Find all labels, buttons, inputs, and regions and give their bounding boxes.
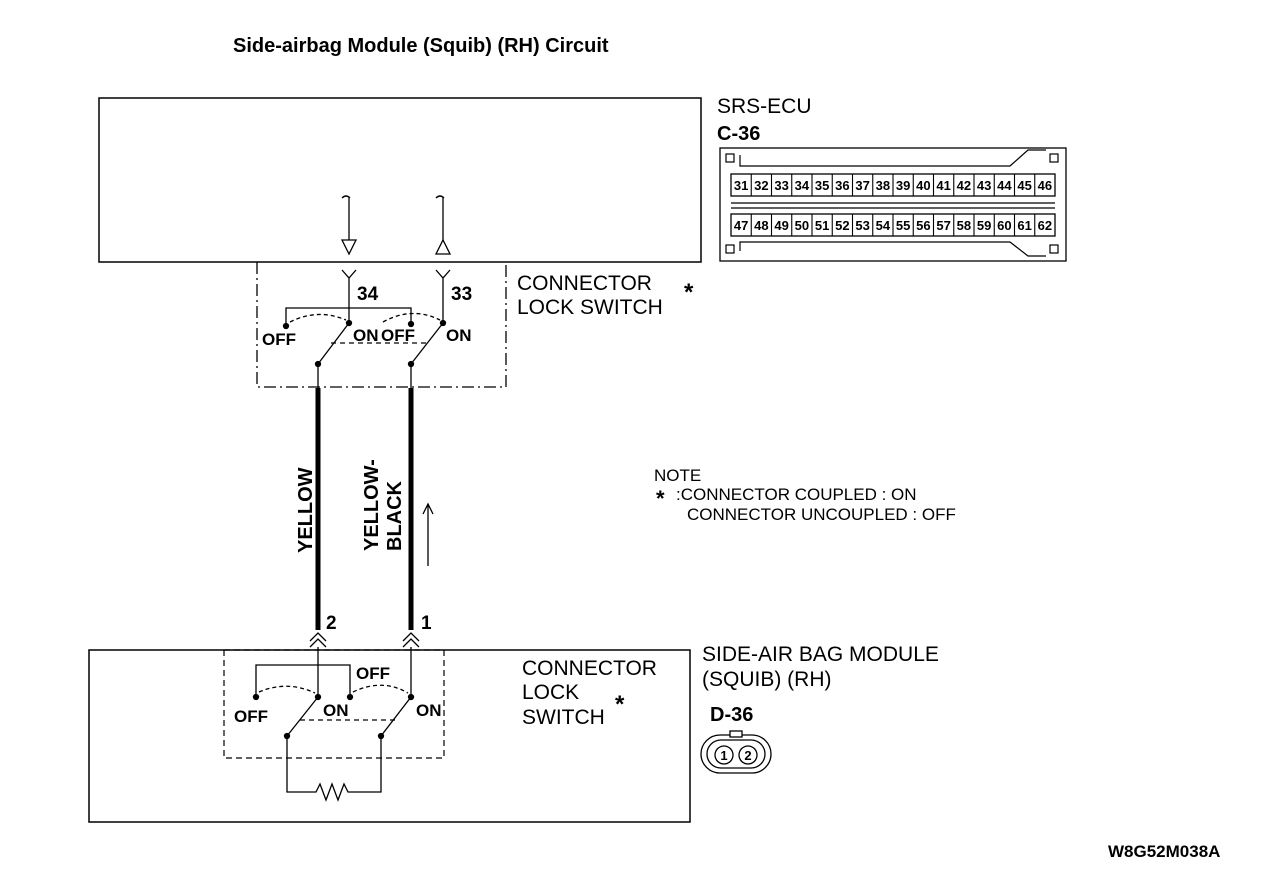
ecu-pin-46: 46	[1038, 178, 1052, 193]
ecu-pin-62: 62	[1038, 218, 1052, 233]
ecu-pin-44: 44	[997, 178, 1012, 193]
terminal-33-label: 33	[451, 284, 472, 305]
ecu-signal-34-line	[341, 195, 351, 240]
ecu-pin-47: 47	[734, 218, 748, 233]
module-pin-1: 1	[720, 748, 727, 763]
ecu-pin-34: 34	[795, 178, 810, 193]
ecu-pin-51: 51	[815, 218, 829, 233]
upper-on-left: ON	[353, 326, 379, 345]
current-direction-arrow-icon	[422, 502, 434, 566]
ecu-pin-56: 56	[916, 218, 930, 233]
down-arrow-icon	[340, 239, 358, 256]
ecu-pin-39: 39	[896, 178, 910, 193]
ecu-pin-54: 54	[876, 218, 891, 233]
figure-code: W8G52M038A	[1108, 842, 1220, 861]
wire-yellow-label: YELLOW	[295, 467, 317, 553]
ecu-pin-59: 59	[977, 218, 991, 233]
diagram-title: Side-airbag Module (Squib) (RH) Circuit	[233, 35, 609, 57]
ecu-pin-60: 60	[997, 218, 1011, 233]
note-line-1: :CONNECTOR COUPLED : ON	[676, 485, 917, 504]
lower-switch-label-3: SWITCH	[522, 706, 605, 729]
lower-switch-contacts	[252, 664, 415, 802]
upper-off-right: OFF	[381, 326, 415, 345]
module-name-2: (SQUIB) (RH)	[702, 668, 832, 691]
ecu-pin-32: 32	[754, 178, 768, 193]
lower-switch-label-1: CONNECTOR	[522, 657, 657, 680]
ecu-pin-57: 57	[936, 218, 950, 233]
ecu-pin-42: 42	[957, 178, 971, 193]
module-connector-pins	[309, 632, 420, 648]
upper-switch-label-1: CONNECTOR	[517, 272, 652, 295]
ecu-pin-61: 61	[1017, 218, 1031, 233]
ecu-pin-48: 48	[754, 218, 768, 233]
upper-switch-asterisk: *	[684, 279, 694, 306]
wire-yellow-black-label-2: BLACK	[384, 480, 406, 551]
lower-off-right: OFF	[356, 664, 390, 683]
terminal-33	[435, 269, 451, 322]
note-heading: NOTE	[654, 466, 701, 485]
ecu-pin-43: 43	[977, 178, 991, 193]
ecu-signal-33-line	[435, 195, 445, 240]
ecu-box	[98, 97, 702, 263]
lower-on-right: ON	[416, 701, 442, 720]
upper-switch-box	[256, 262, 507, 388]
terminal-34	[341, 269, 357, 322]
ecu-pin-49: 49	[774, 218, 788, 233]
ecu-pin-37: 37	[855, 178, 869, 193]
ecu-pin-41: 41	[936, 178, 950, 193]
ecu-connector-face: 31 32 33 34 35 36 37 38 39 40 41 42 43 44 45 46 47 48 49 5…	[719, 147, 1067, 262]
ecu-pin-55: 55	[896, 218, 910, 233]
note-line-2: CONNECTOR UNCOUPLED : OFF	[687, 505, 956, 524]
ecu-pin-40: 40	[916, 178, 930, 193]
ecu-pin-35: 35	[815, 178, 829, 193]
wire-yellow-black-label-1: YELLOW-	[361, 459, 383, 551]
ecu-pin-52: 52	[835, 218, 849, 233]
lower-switch-box	[223, 649, 445, 759]
module-connector-face	[700, 730, 772, 774]
ecu-pin-58: 58	[957, 218, 971, 233]
module-connector-id: D-36	[710, 704, 753, 726]
ecu-pin-31: 31	[734, 178, 748, 193]
ecu-pin-53: 53	[855, 218, 869, 233]
up-arrow-icon	[434, 238, 452, 255]
pin-2-label: 2	[326, 613, 337, 634]
ecu-pin-33: 33	[774, 178, 788, 193]
module-pin-2: 2	[744, 748, 751, 763]
terminal-34-label: 34	[357, 284, 379, 305]
upper-switch-contacts	[282, 307, 447, 388]
upper-on-right: ON	[446, 326, 472, 345]
ecu-pin-38: 38	[876, 178, 890, 193]
module-name-1: SIDE-AIR BAG MODULE	[702, 643, 939, 666]
lower-off-left: OFF	[234, 707, 268, 726]
ecu-pin-45: 45	[1017, 178, 1031, 193]
note-asterisk: *	[656, 486, 665, 511]
ecu-pin-36: 36	[835, 178, 849, 193]
upper-off-left: OFF	[262, 330, 296, 349]
ecu-connector-id: C-36	[717, 123, 760, 145]
ecu-pin-50: 50	[795, 218, 809, 233]
pin-1-label: 1	[421, 613, 432, 634]
lower-switch-asterisk: *	[615, 691, 625, 718]
lower-switch-label-2: LOCK	[522, 681, 579, 704]
lower-on-left: ON	[323, 701, 349, 720]
ecu-name: SRS-ECU	[717, 95, 812, 118]
upper-switch-label-2: LOCK SWITCH	[517, 296, 663, 319]
